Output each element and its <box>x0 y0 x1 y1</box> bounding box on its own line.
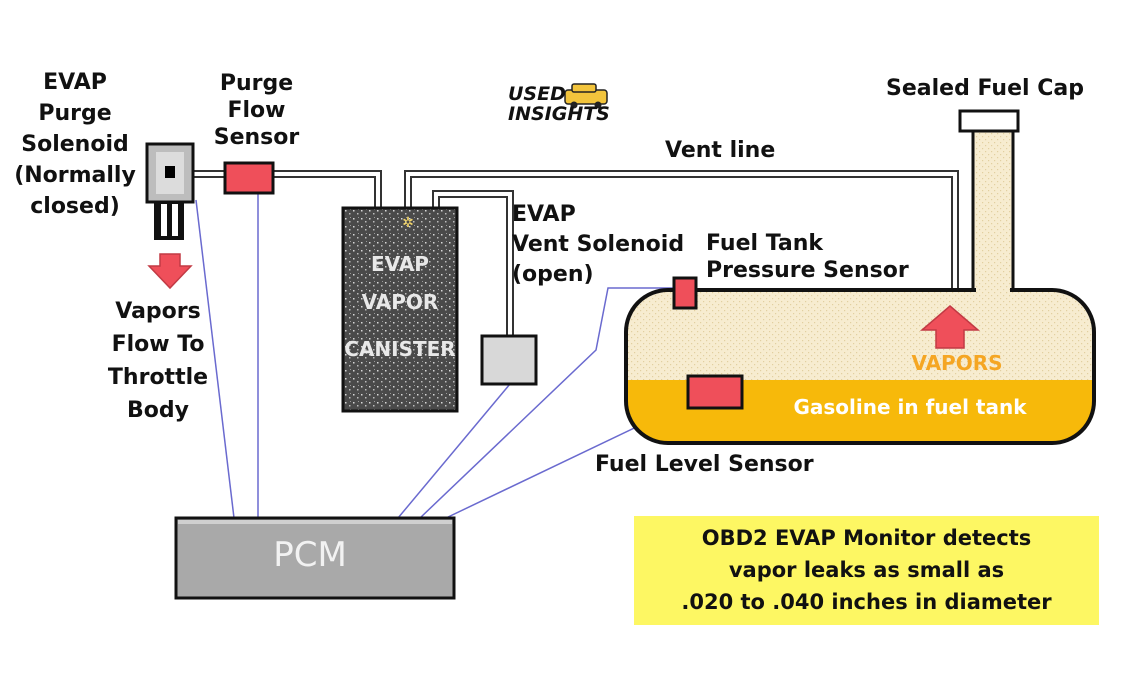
tank-pressure-sensor <box>672 276 698 310</box>
logo-car-icon <box>564 83 608 109</box>
sealed-fuel-cap <box>958 109 1020 133</box>
vapors-arrow <box>919 305 981 349</box>
purge-flow-sensor <box>223 161 275 195</box>
purge-solenoid <box>145 142 195 240</box>
canister-label-2: VAPOR <box>362 290 439 314</box>
vent-line-label: Vent line <box>665 138 776 163</box>
filler-neck <box>971 128 1015 298</box>
vapor-flow-arrow <box>147 253 193 290</box>
fuel-level-sensor <box>686 374 744 410</box>
pcm-label: PCM <box>273 535 347 575</box>
vent-solenoid <box>480 334 538 386</box>
obd2-note: OBD2 EVAP Monitor detects vapor leaks as… <box>634 516 1099 625</box>
vapors-label: VAPORS <box>911 351 1002 375</box>
canister-label-3: CANISTER <box>344 337 455 361</box>
pcm-box <box>174 516 456 600</box>
purge-solenoid-label: EVAP Purge Solenoid (Normally closed) <box>14 70 136 219</box>
evap-canister <box>341 206 459 413</box>
used-insights-logo: USED INSIGHTS <box>508 83 610 125</box>
canister-label-1: EVAP <box>371 252 429 276</box>
sealed-fuel-cap-label: Sealed Fuel Cap <box>886 76 1084 101</box>
vapors-flow-label: Vapors Flow To Throttle Body <box>107 299 209 423</box>
purge-flow-sensor-label: Purge Flow Sensor <box>213 71 300 150</box>
svg-text:✲: ✲ <box>402 215 414 231</box>
gasoline-label: Gasoline in fuel tank <box>793 395 1027 419</box>
tank-pressure-sensor-label: Fuel Tank Pressure Sensor <box>706 231 909 283</box>
vent-solenoid-label: EVAP Vent Solenoid (open) <box>512 202 685 287</box>
fuel-level-sensor-label: Fuel Level Sensor <box>595 452 814 477</box>
